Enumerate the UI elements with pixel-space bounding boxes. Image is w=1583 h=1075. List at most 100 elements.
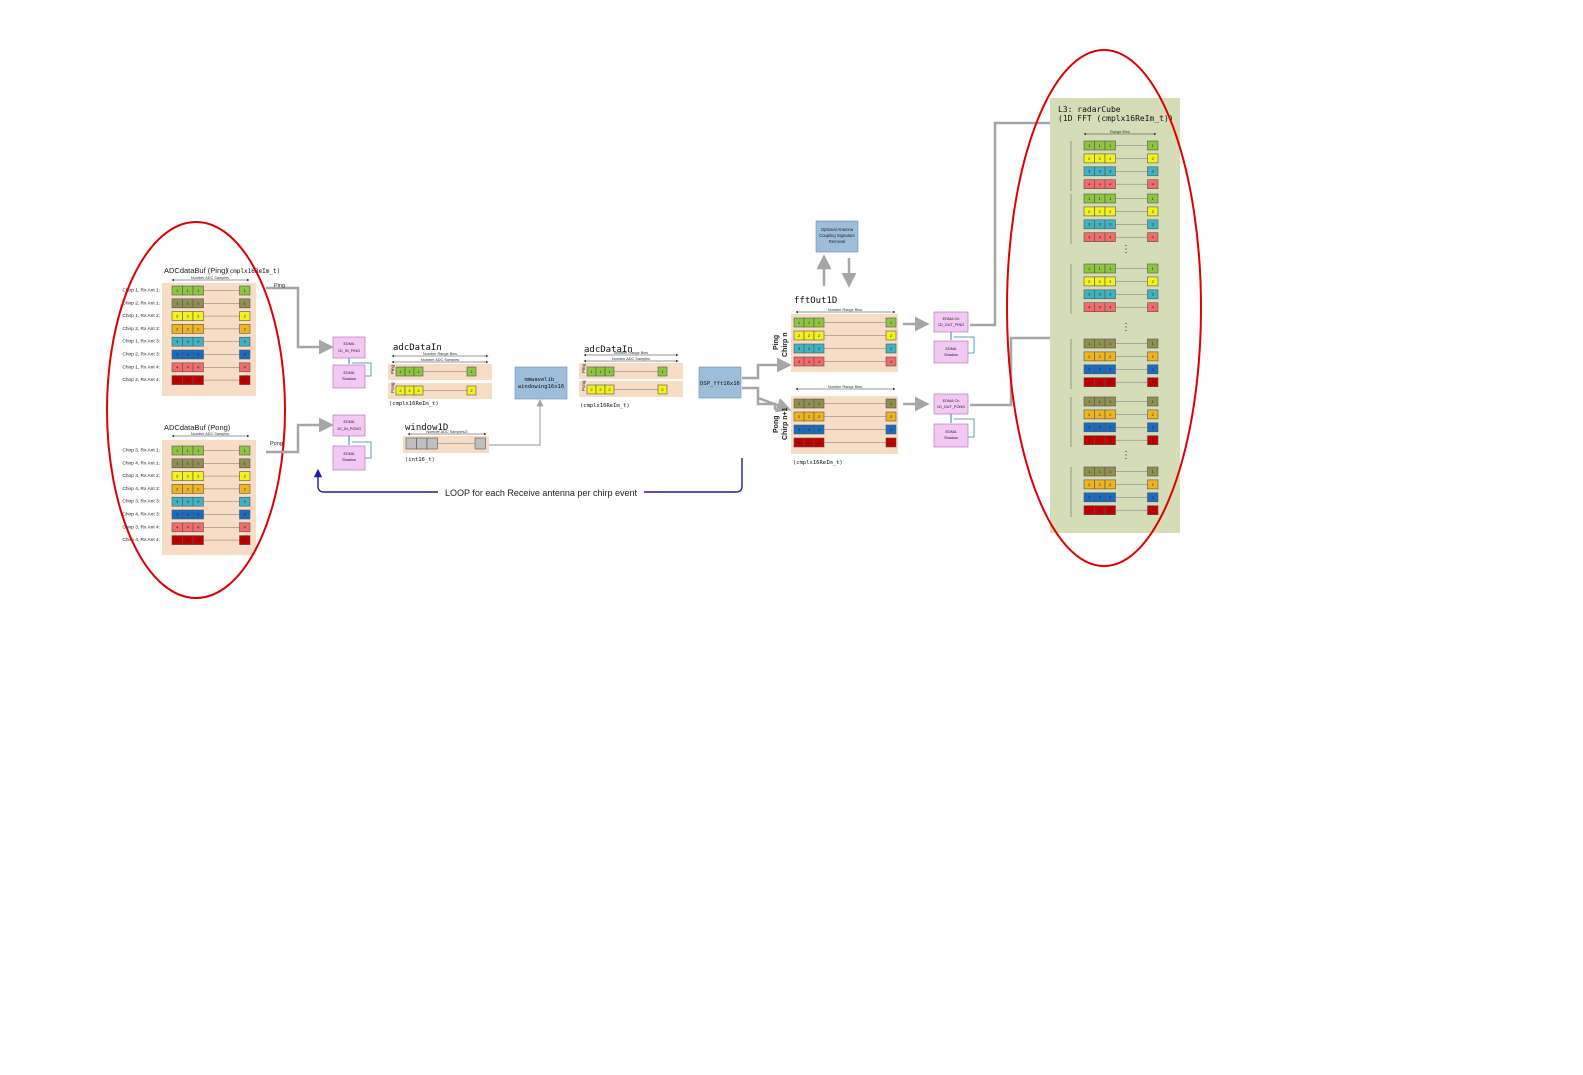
fft-out-pong-strip-cell-index: 1: [798, 401, 801, 406]
buffer-row-label: Chirp 3, Rx Ant 3:: [122, 499, 160, 505]
adc-in-1-title: adcDataIn: [393, 343, 442, 353]
window-cell: [474, 437, 486, 450]
radar-cube-strip-cell-index: 3: [1152, 222, 1155, 227]
buffer-row-cell-index: 2: [244, 326, 247, 331]
radar-cube-strip-cell-index: 1: [1088, 266, 1091, 271]
buffer-row-cell-index: 3: [187, 339, 190, 344]
radar-cube-strip-cell: [1147, 409, 1159, 420]
edma-in-ping-shadow-line1: EDMA: [344, 371, 355, 375]
fft-out-ping-strip-cell-index: 1: [890, 320, 893, 325]
adc-in-2-title: adcDataIn: [584, 345, 633, 355]
buffer-row-cell-index: 2: [176, 486, 179, 491]
buffer-row-cell-index: 2: [176, 326, 179, 331]
ping-buffer: ADCdataBuf (Ping) (cmplx16ReIm_t) Number…: [122, 266, 280, 396]
adc-in-2-ping-strip-cell-index: 1: [661, 369, 664, 374]
edma-in-pong: EDMA 1D_IN_PONG EDMA Shadow: [332, 414, 372, 471]
buffer-row-cell: [239, 484, 251, 494]
buffer-row-cell-index: 3: [176, 352, 179, 357]
radar-cube-strip-cell-index: 1: [1088, 341, 1091, 346]
adc-in-1-pong-strip-cell-index: 2: [417, 388, 420, 393]
radar-cube-strip-cell-index: 4: [1152, 508, 1155, 513]
buffer-row-cell: [239, 311, 251, 321]
ping-route-arrow: [266, 286, 334, 355]
ping-route-label: Ping: [274, 283, 285, 289]
radar-cube-strip-cell: [1147, 193, 1159, 204]
fft-out-title: fftOut1D: [794, 296, 837, 306]
radar-cube-strip-cell-index: 3: [1088, 292, 1091, 297]
radar-cube-strip-cell-index: 2: [1152, 412, 1155, 417]
radar-cube-strip-cell-index: 1: [1099, 469, 1102, 474]
buffer-row-cell-index: 2: [187, 486, 190, 491]
buffer-row-label: Chirp 4, Rx Ant 4:: [122, 537, 160, 543]
buffer-row-label: Chirp 3, Rx Ant 4:: [122, 524, 160, 530]
radar-cube-strip-cell-index: 2: [1109, 354, 1112, 359]
ping-dimension-label: Number ADC Samples: [191, 276, 229, 280]
buffer-row-cell: [239, 471, 251, 481]
coupling-line2: Coupling Signature: [819, 233, 855, 238]
buffer-row-cell-index: 3: [244, 352, 247, 357]
radar-cube-strip-cell-index: 3: [1088, 495, 1091, 500]
fft-process: DSP_fft16x16: [698, 366, 742, 399]
buffer-row-cell-index: 2: [187, 314, 190, 319]
buffer-row-cell-index: 4: [197, 365, 200, 370]
buffer-row-label: Chirp 1, Rx Ant 4:: [122, 364, 160, 370]
fft-out-pong-strip-cell-index: 3: [818, 427, 821, 432]
buffer-row-cell-index: 4: [187, 525, 190, 530]
fft-to-pong-arrow: [757, 396, 792, 413]
radar-cube-strip-cell-index: 3: [1099, 222, 1102, 227]
adc-in-2-ping-strip-cell-index: 1: [590, 369, 593, 374]
buffer-row-cell: [239, 336, 251, 347]
radar-cube-strip-cell-index: 2: [1099, 482, 1102, 487]
radar-cube-strip-cell-index: 4: [1152, 305, 1155, 310]
radar-cube-strip-cell-index: 4: [1099, 508, 1102, 513]
edma-in-ping: EDMA 1D_IN_PING EDMA Shadow: [332, 336, 372, 389]
radar-cube-strip-cell-index: 3: [1099, 425, 1102, 430]
adc-in-1-ping-strip-cell-index: 1: [399, 369, 402, 374]
buffer-row-cell: [239, 496, 251, 507]
coupling-removal: Optional Antenna Coupling Signature Remo…: [815, 220, 859, 253]
radar-cube-strip-cell: [1147, 232, 1159, 242]
adc-in-1-type: (cmplx16ReIm_t): [389, 401, 439, 407]
radar-cube-strip-cell-index: 4: [1109, 508, 1112, 513]
radar-cube-dim: Range Bins: [1110, 130, 1130, 134]
radar-cube-strip-cell-index: 1: [1152, 196, 1155, 201]
edma-in-ping-box: [332, 336, 366, 359]
buffer-row-cell-index: 2: [244, 474, 247, 479]
buffer-row-cell-index: 1: [197, 448, 200, 453]
left-highlight-ellipse: [106, 221, 286, 599]
edma-out-pong-title: EDMA Ch: [943, 399, 960, 403]
radar-cube-strip-cell-index: 4: [1099, 305, 1102, 310]
buffer-row-cell-index: 3: [176, 499, 179, 504]
windowing-process: mmwavelib_ windowing16x16: [514, 366, 568, 400]
radar-cube-strip-cell-index: 1: [1109, 469, 1112, 474]
ping-buffer-title: ADCdataBuf (Ping): [164, 266, 228, 275]
adc-in-1-ping-label: Ping: [390, 364, 395, 374]
radar-cube-strip-cell-index: 4: [1152, 380, 1155, 385]
buffer-row-cell-index: 2: [187, 474, 190, 479]
window-type: (int16_t): [405, 457, 435, 463]
radar-cube-strip-cell-index: 3: [1088, 367, 1091, 372]
radar-cube-strip-cell-index: 1: [1099, 196, 1102, 201]
buffer-row-cell-index: 2: [197, 474, 200, 479]
buffer-row-cell-index: 1: [197, 461, 200, 466]
fft-out-ping-strip-cell-index: 4: [808, 359, 811, 364]
buffer-row-cell-index: 3: [187, 512, 190, 517]
buffer-row-cell-index: 3: [187, 352, 190, 357]
